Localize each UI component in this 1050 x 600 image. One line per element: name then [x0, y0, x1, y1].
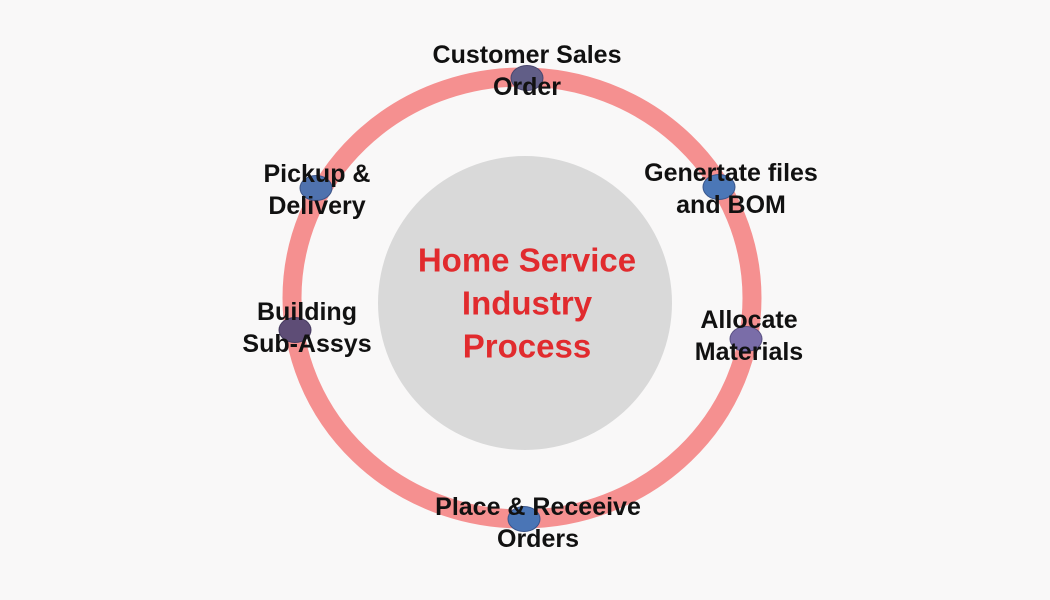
label-line: and BOM [676, 191, 786, 219]
node-label-place-receeive-orders: Place & Receeive Orders [435, 491, 641, 555]
node-dot-customer-sales-order [510, 65, 544, 91]
label-line: Sub-Assys [242, 330, 372, 358]
label-line: Place & Receeive [435, 493, 641, 521]
node-label-building-sub-assys: Building Sub-Assys [242, 296, 371, 360]
node-dot-building-sub-assys [278, 317, 312, 343]
label-line: Genertate files [644, 159, 818, 187]
node-label-pickup-delivery: Pickup & Delivery [264, 158, 371, 222]
title-line: Home Service [417, 241, 637, 279]
label-line: Order [492, 73, 562, 101]
node-dot-pickup-delivery [299, 175, 333, 201]
node-label-allocate-materials: Allocate Materials [695, 304, 803, 368]
center-circle [378, 156, 672, 450]
label-line: Delivery [268, 192, 366, 220]
label-line: Allocate [700, 306, 798, 334]
node-dot-place-receeive-orders [507, 506, 541, 532]
label-line: Orders [497, 525, 579, 553]
label-line: Customer Sales [432, 41, 622, 69]
node-dot-genertate-files-and-bom [702, 174, 736, 200]
label-line: Building [257, 298, 357, 326]
diagram-title: Home Service Industry Process [418, 239, 636, 368]
node-label-genertate-files-and-bom: Genertate files and BOM [644, 157, 818, 221]
title-line: Process [462, 327, 592, 365]
title-line: Industry [461, 284, 593, 322]
label-line: Materials [694, 338, 804, 366]
label-line: Pickup & [263, 160, 371, 188]
node-label-customer-sales-order: Customer Sales Order [433, 39, 622, 103]
node-dot-allocate-materials [729, 326, 763, 352]
